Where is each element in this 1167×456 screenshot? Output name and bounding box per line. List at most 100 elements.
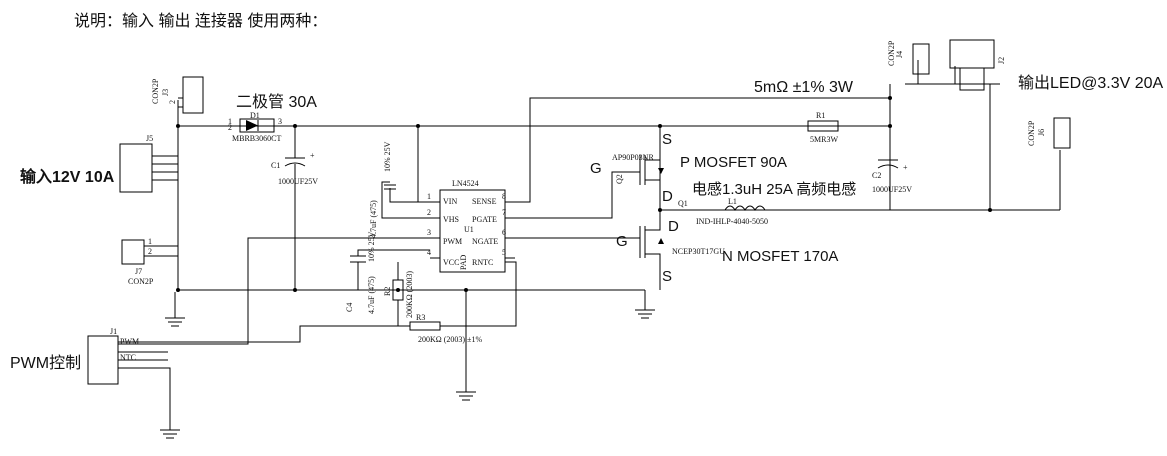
ic-pin5: 5 [502, 248, 506, 257]
pin-rntc: RNTC [472, 258, 493, 267]
q1-source: S [662, 268, 672, 285]
q1-drain: D [668, 218, 679, 235]
q2-part: AP90P03NR [612, 153, 654, 162]
ground-symbol [165, 292, 185, 327]
cin-cap: 4.7uF (475) [369, 200, 378, 238]
ground-symbol [456, 290, 476, 401]
diode-label: 二极管 30A [236, 93, 317, 111]
c2-plus: + [903, 163, 908, 172]
ic-pin8: 8 [502, 192, 506, 201]
c4-val: 4.7uF (475) [367, 276, 376, 314]
diode-pin1: 1 [228, 117, 232, 126]
shunt-label: 5mΩ ±1% 3W [754, 79, 854, 96]
pmos-label: P MOSFET 90A [680, 154, 787, 171]
j3-connector [182, 76, 204, 114]
pin-sense: SENSE [472, 197, 497, 206]
pin-vin: VIN [443, 197, 457, 206]
j1-connector [87, 335, 119, 385]
pin-vcc: VCC [443, 258, 459, 267]
pin-pad: PAD [459, 255, 468, 270]
sense-wire [505, 97, 890, 203]
n-mosfet-q1 [639, 210, 664, 290]
j7-pin2: 2 [148, 247, 152, 256]
inductor-l1 [724, 205, 766, 211]
cin-val: 10% 25V [383, 141, 392, 172]
j2-ref: J2 [997, 57, 1006, 64]
q1-part: NCEP30T17GU [672, 247, 725, 256]
ic-pin6: 6 [502, 228, 506, 237]
r1-val: 5MR3W [810, 135, 838, 144]
j1-ref: J1 [110, 327, 117, 336]
pin-vhs: VHS [443, 215, 459, 224]
r3-ref: R3 [416, 313, 425, 322]
resistor-r3 [409, 321, 441, 331]
ic-name: LN4524 [452, 179, 479, 188]
j5-connector [119, 143, 153, 193]
j6-ref: J6 [1037, 129, 1046, 136]
j4-connector [912, 43, 930, 75]
diode-d1 [239, 118, 275, 133]
c4-tol: 10% 25V [367, 231, 376, 262]
input-label: 输入12V 10A [20, 167, 115, 186]
j3-pin: 2 [168, 100, 177, 104]
output-label: 输出LED@3.3V 20A [1018, 74, 1164, 92]
p-mosfet-q2 [639, 126, 664, 210]
pin-ngate: NGATE [472, 237, 498, 246]
l1-val: IND-IHLP-4040-5050 [696, 217, 768, 226]
diode-d1-symbol [246, 120, 258, 131]
c4-ref: C4 [345, 303, 354, 312]
diode-pin3: 3 [278, 117, 282, 126]
ic-ref: U1 [464, 225, 474, 234]
q2-gate: G [590, 160, 602, 177]
c1-ref: C1 [271, 161, 280, 170]
pin-pgate: PGATE [472, 215, 497, 224]
inductor-label: 电感1.3uH 25A 高频电感 [692, 181, 856, 198]
j1-ntc: NTC [120, 353, 136, 362]
r1-ref: R1 [816, 111, 825, 120]
j3-ref: J3 [161, 89, 170, 96]
nmos-label: N MOSFET 170A [722, 248, 838, 265]
r3-val: 200KΩ (2003) ±1% [418, 335, 482, 344]
ic-pin4: 4 [427, 248, 431, 257]
q2-source: S [662, 131, 672, 148]
pin-pwm: PWM [443, 237, 462, 246]
j6-label: CON2P [1027, 120, 1036, 146]
diode-part: MBRB3060CT [232, 134, 281, 143]
ground-symbol [118, 367, 180, 439]
j3-label: CON2P [151, 78, 160, 104]
c2-val: 1000UF25V [872, 185, 912, 194]
ground-symbol [635, 290, 655, 319]
j4-label: CON2P [887, 40, 896, 66]
j7-pin1: 1 [148, 237, 152, 246]
c2-ref: C2 [872, 171, 881, 180]
ic-pin1: 1 [427, 192, 431, 201]
diode-ref: D1 [250, 111, 260, 120]
q1-gate: G [616, 233, 628, 250]
j5-ref: J5 [146, 134, 153, 143]
ic-pin7: 7 [502, 208, 506, 217]
c1-plus: + [310, 151, 315, 160]
j4-ref: J4 [895, 51, 904, 58]
q1-ref: Q1 [678, 199, 688, 208]
j7-ref: J7 [135, 267, 142, 276]
q2-ref: Q2 [615, 174, 624, 184]
c1-val: 1000UF25V [278, 177, 318, 186]
j6-connector [1053, 117, 1071, 149]
junctions [176, 96, 992, 292]
note-text: 说明：输入 输出 连接器 使用两种： [74, 12, 327, 30]
r2-ref: R2 [383, 287, 392, 296]
q2-drain: D [662, 188, 673, 205]
j2-connector [949, 39, 995, 69]
j7-connector [121, 239, 145, 265]
l1-ref: L1 [728, 197, 737, 206]
diode-pin2: 2 [228, 123, 232, 132]
ic-pin3: 3 [427, 228, 431, 237]
ic-pin2: 2 [427, 208, 431, 217]
resistor-r1 [807, 120, 839, 132]
ic-ln4524 [439, 189, 506, 273]
j1-pwm: PWM [120, 337, 139, 346]
r2-val: 200KΩ (2003) [405, 271, 414, 318]
pwm-label: PWM控制 [10, 354, 81, 372]
j7-label: CON2P [128, 277, 154, 286]
